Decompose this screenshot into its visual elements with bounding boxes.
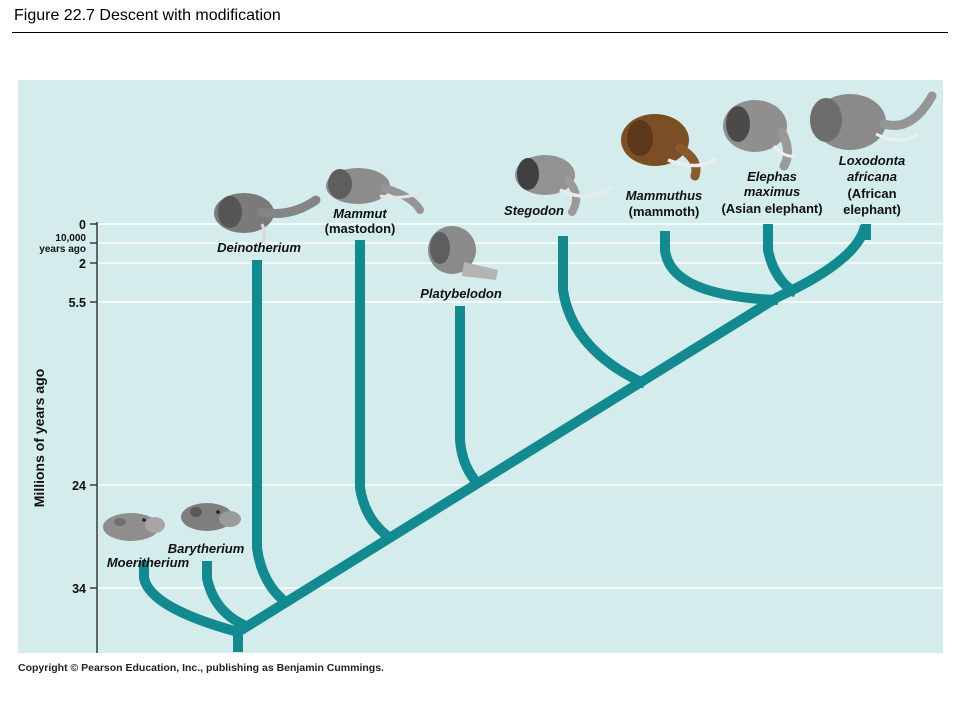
label-mastodon: (mastodon) [325, 221, 396, 236]
branch-moeritherium [139, 561, 240, 637]
branch-barytherium [202, 561, 249, 631]
label-asian-elephant: (Asian elephant) [721, 201, 822, 216]
copyright-notice: Copyright © Pearson Education, Inc., pub… [18, 662, 384, 674]
tick-label-5.5: 5.5 [69, 296, 86, 310]
label-stegodon: Stegodon [504, 203, 564, 218]
label-africana: africana [847, 169, 897, 184]
tick-label-10000: 10,000 [55, 233, 86, 244]
tree-branches [139, 224, 871, 652]
time-axis: 0 10,000 years ago 2 5.5 24 34 Millions … [31, 218, 98, 653]
branch-mammuthus [660, 231, 779, 305]
moeritherium-head-icon [103, 513, 165, 541]
label-mammoth: (mammoth) [629, 204, 700, 219]
asian-elephant-head-icon [723, 100, 797, 171]
mammoth-head-icon [621, 114, 718, 181]
branch-platybelodon [455, 306, 484, 490]
figure-title: Figure 22.7 Descent with modification [14, 7, 281, 24]
barytherium-head-icon [181, 503, 241, 531]
branch-deinotherium [252, 260, 292, 609]
axis-title: Millions of years ago [31, 369, 47, 507]
african-elephant-head-icon [810, 91, 937, 150]
diagram-panel [18, 80, 943, 653]
stegodon-head-icon [515, 155, 614, 216]
mammut-head-icon [326, 168, 424, 214]
tick-label-34: 34 [72, 582, 86, 596]
label-moeritherium: Moeritherium [107, 555, 190, 570]
label-barytherium: Barytherium [168, 541, 245, 556]
tick-label-2: 2 [79, 257, 86, 271]
branch-stegodon [558, 236, 648, 389]
platybelodon-head-icon [428, 226, 498, 280]
label-elephas: Elephas [747, 169, 797, 184]
label-mammut: Mammut [333, 206, 387, 221]
label-deinotherium: Deinotherium [217, 240, 301, 255]
label-african: (African [847, 186, 896, 201]
tick-label-years-ago: years ago [39, 244, 86, 255]
label-elephant: elephant) [843, 202, 901, 217]
label-loxodonta: Loxodonta [839, 153, 905, 168]
title-rule [12, 32, 948, 33]
label-mammuthus: Mammuthus [626, 188, 703, 203]
tick-label-0: 0 [79, 218, 86, 232]
label-platybelodon: Platybelodon [420, 286, 502, 301]
label-maximus: maximus [744, 184, 800, 199]
deinotherium-head-icon [214, 193, 321, 246]
branch-mammut [355, 240, 394, 543]
branch-elephas [763, 224, 799, 298]
tick-label-24: 24 [72, 479, 86, 493]
